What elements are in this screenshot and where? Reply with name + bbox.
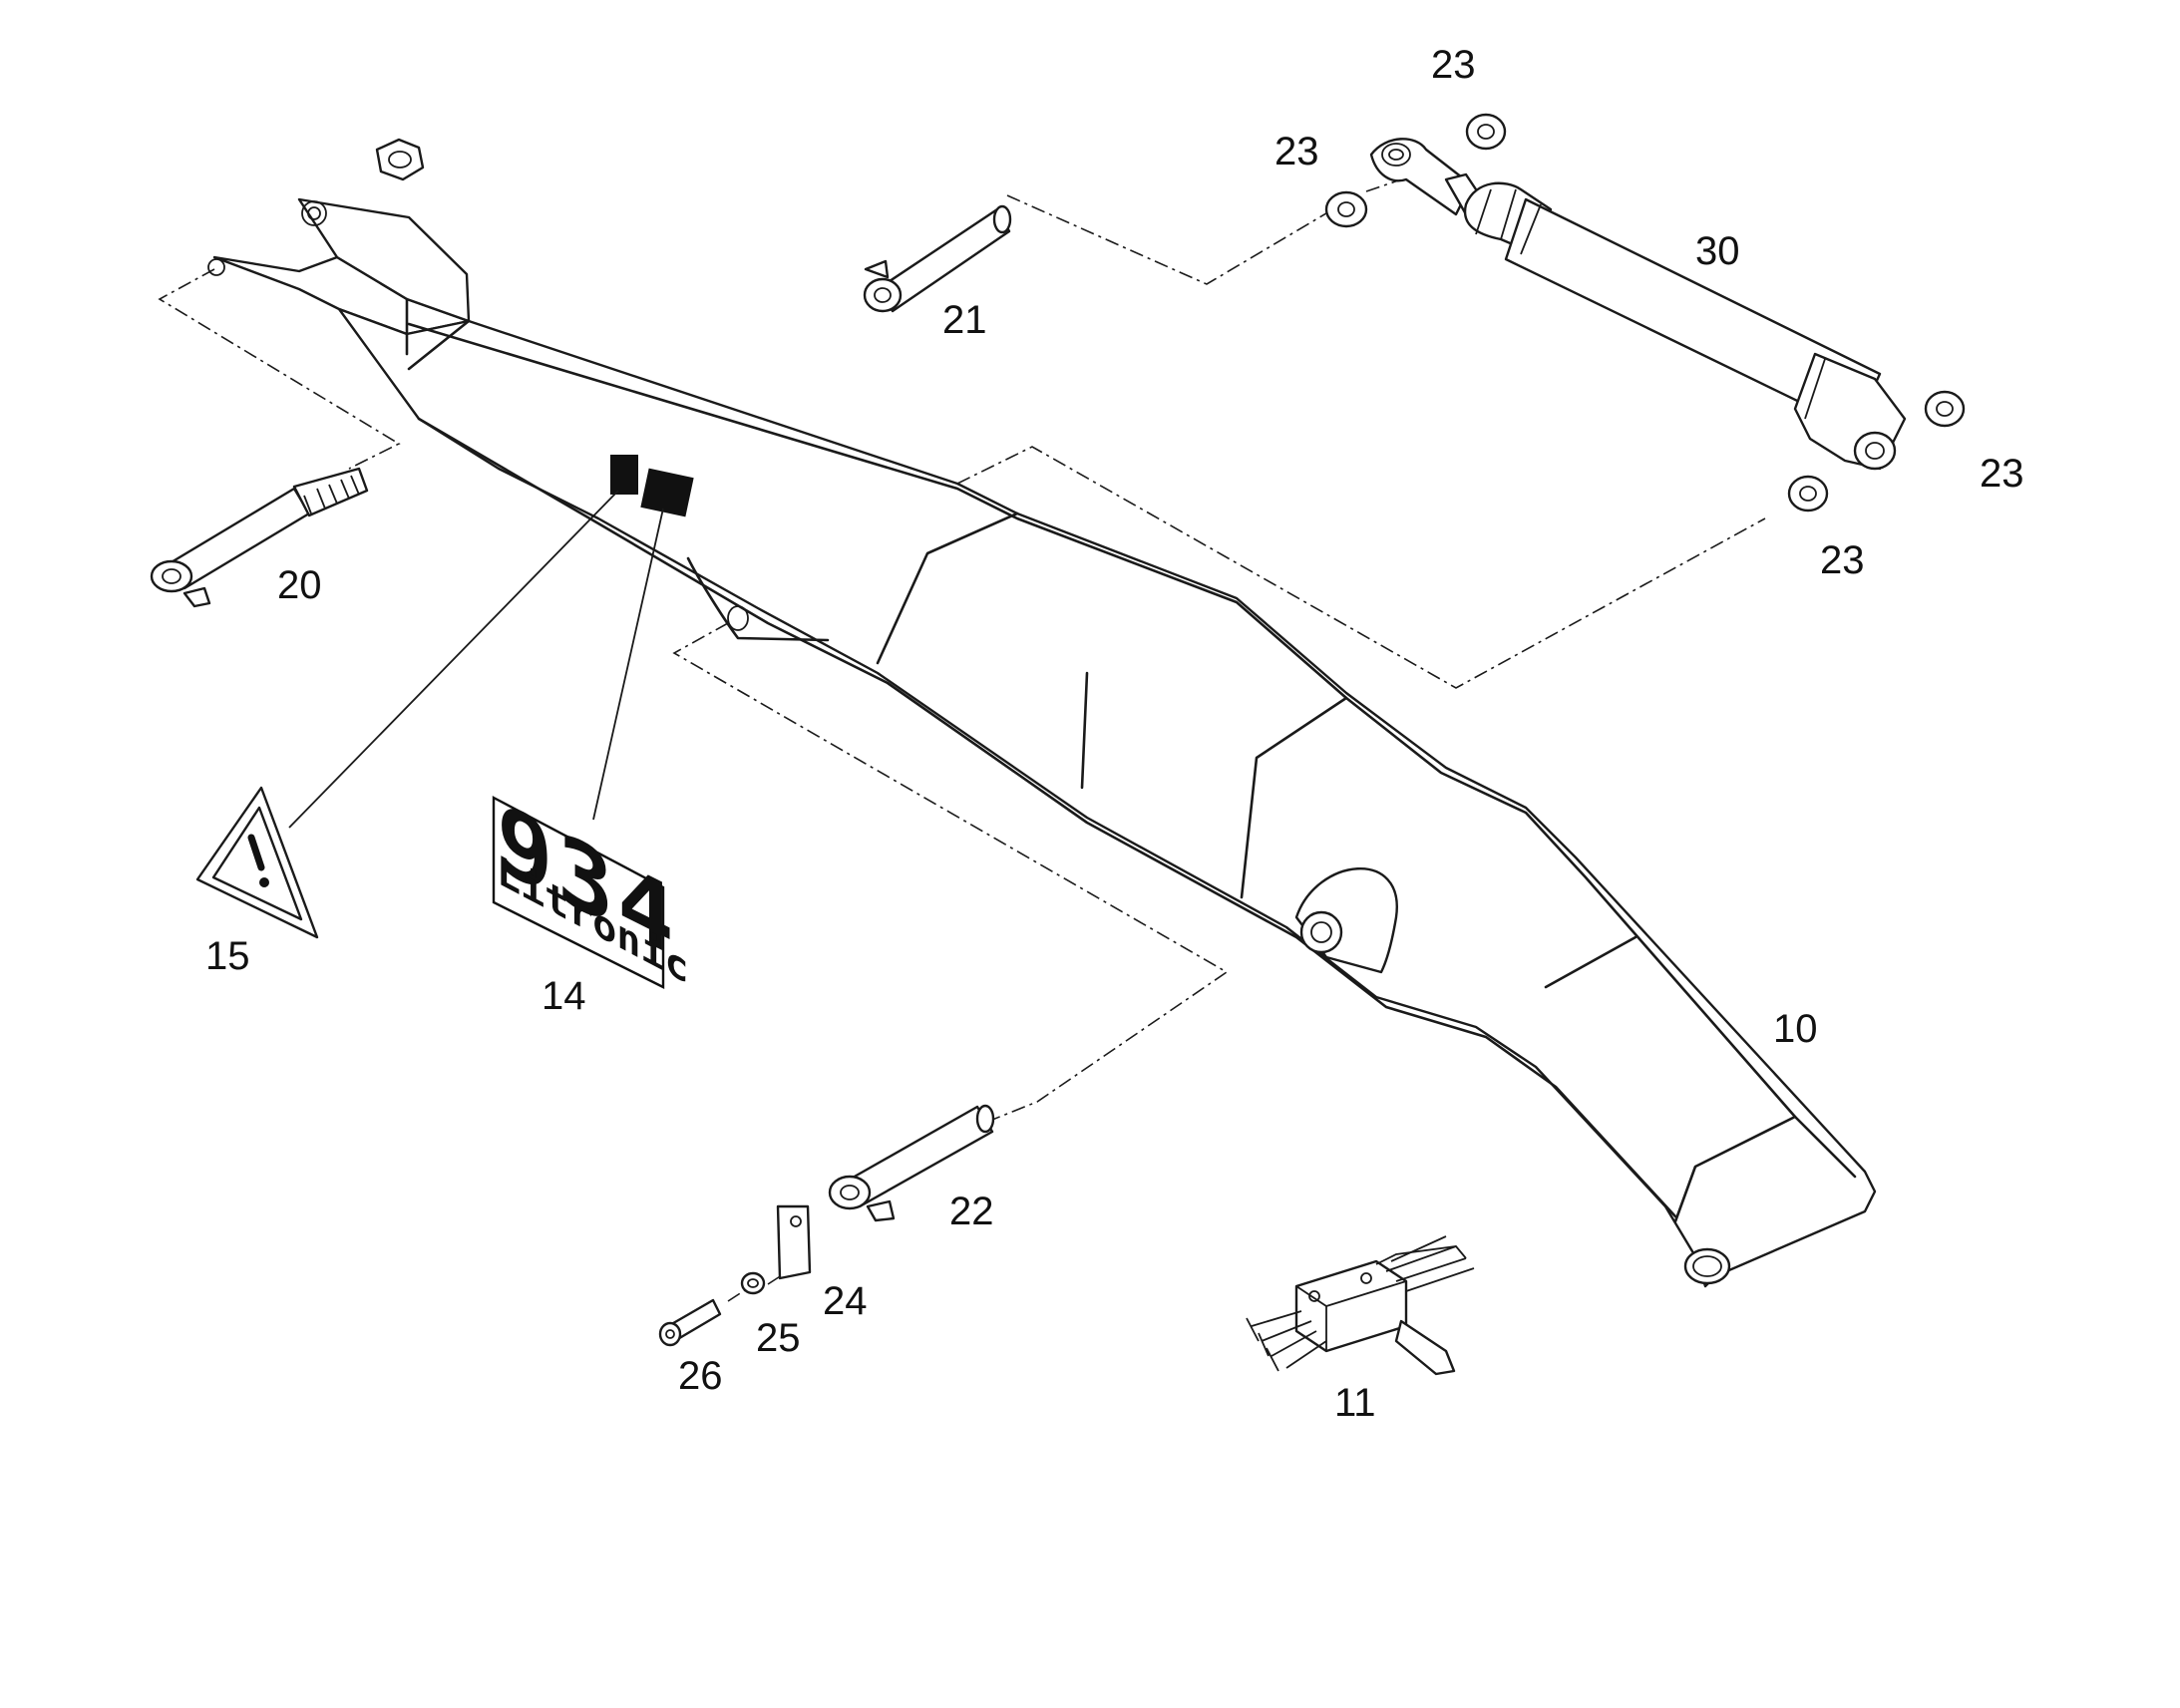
callout-14: 14 — [542, 974, 586, 1018]
callout-15: 15 — [205, 934, 250, 978]
warning-decal-part-15[interactable] — [195, 786, 319, 939]
callout-30: 30 — [1695, 229, 1740, 273]
castle-nut[interactable] — [375, 138, 425, 181]
washer-23-right[interactable] — [1924, 390, 1966, 428]
callout-20: 20 — [277, 563, 322, 607]
callout-11: 11 — [1334, 1381, 1376, 1425]
callout-23-bottom: 23 — [1820, 538, 1865, 582]
decal-patch-warning — [610, 455, 638, 495]
callout-labels: 10 11 14 15 20 21 22 23 23 23 23 24 25 2… — [205, 43, 2024, 1425]
callout-24: 24 — [823, 1279, 868, 1323]
callout-23-right: 23 — [1980, 452, 2024, 496]
bolt-part-26[interactable] — [658, 1298, 722, 1347]
hydraulic-block-part-11[interactable] — [1246, 1235, 1475, 1376]
pin-part-20[interactable] — [150, 467, 369, 608]
washer-23-bottom[interactable] — [1787, 475, 1829, 512]
callout-21: 21 — [942, 298, 987, 342]
model-decal-part-14[interactable]: 934 Litronic — [492, 780, 689, 994]
washer-part-25[interactable] — [740, 1271, 766, 1295]
callout-10: 10 — [1773, 1007, 1818, 1051]
decal-patch-model — [640, 468, 694, 517]
washer-23-top[interactable] — [1465, 113, 1507, 151]
assembly-lines — [158, 173, 1896, 1302]
callout-26: 26 — [678, 1354, 723, 1398]
callout-23-top: 23 — [1431, 43, 1476, 87]
pin-part-22[interactable] — [828, 1104, 995, 1222]
plate-part-24[interactable] — [776, 1204, 812, 1280]
pin-part-21[interactable] — [863, 204, 1012, 313]
cylinder-part-30[interactable] — [1369, 138, 1907, 471]
callout-23-left: 23 — [1274, 130, 1319, 173]
callout-25: 25 — [756, 1316, 801, 1360]
callout-22: 22 — [949, 1190, 994, 1233]
boom-part-10[interactable] — [207, 197, 1877, 1288]
washer-23-left[interactable] — [1324, 190, 1368, 228]
